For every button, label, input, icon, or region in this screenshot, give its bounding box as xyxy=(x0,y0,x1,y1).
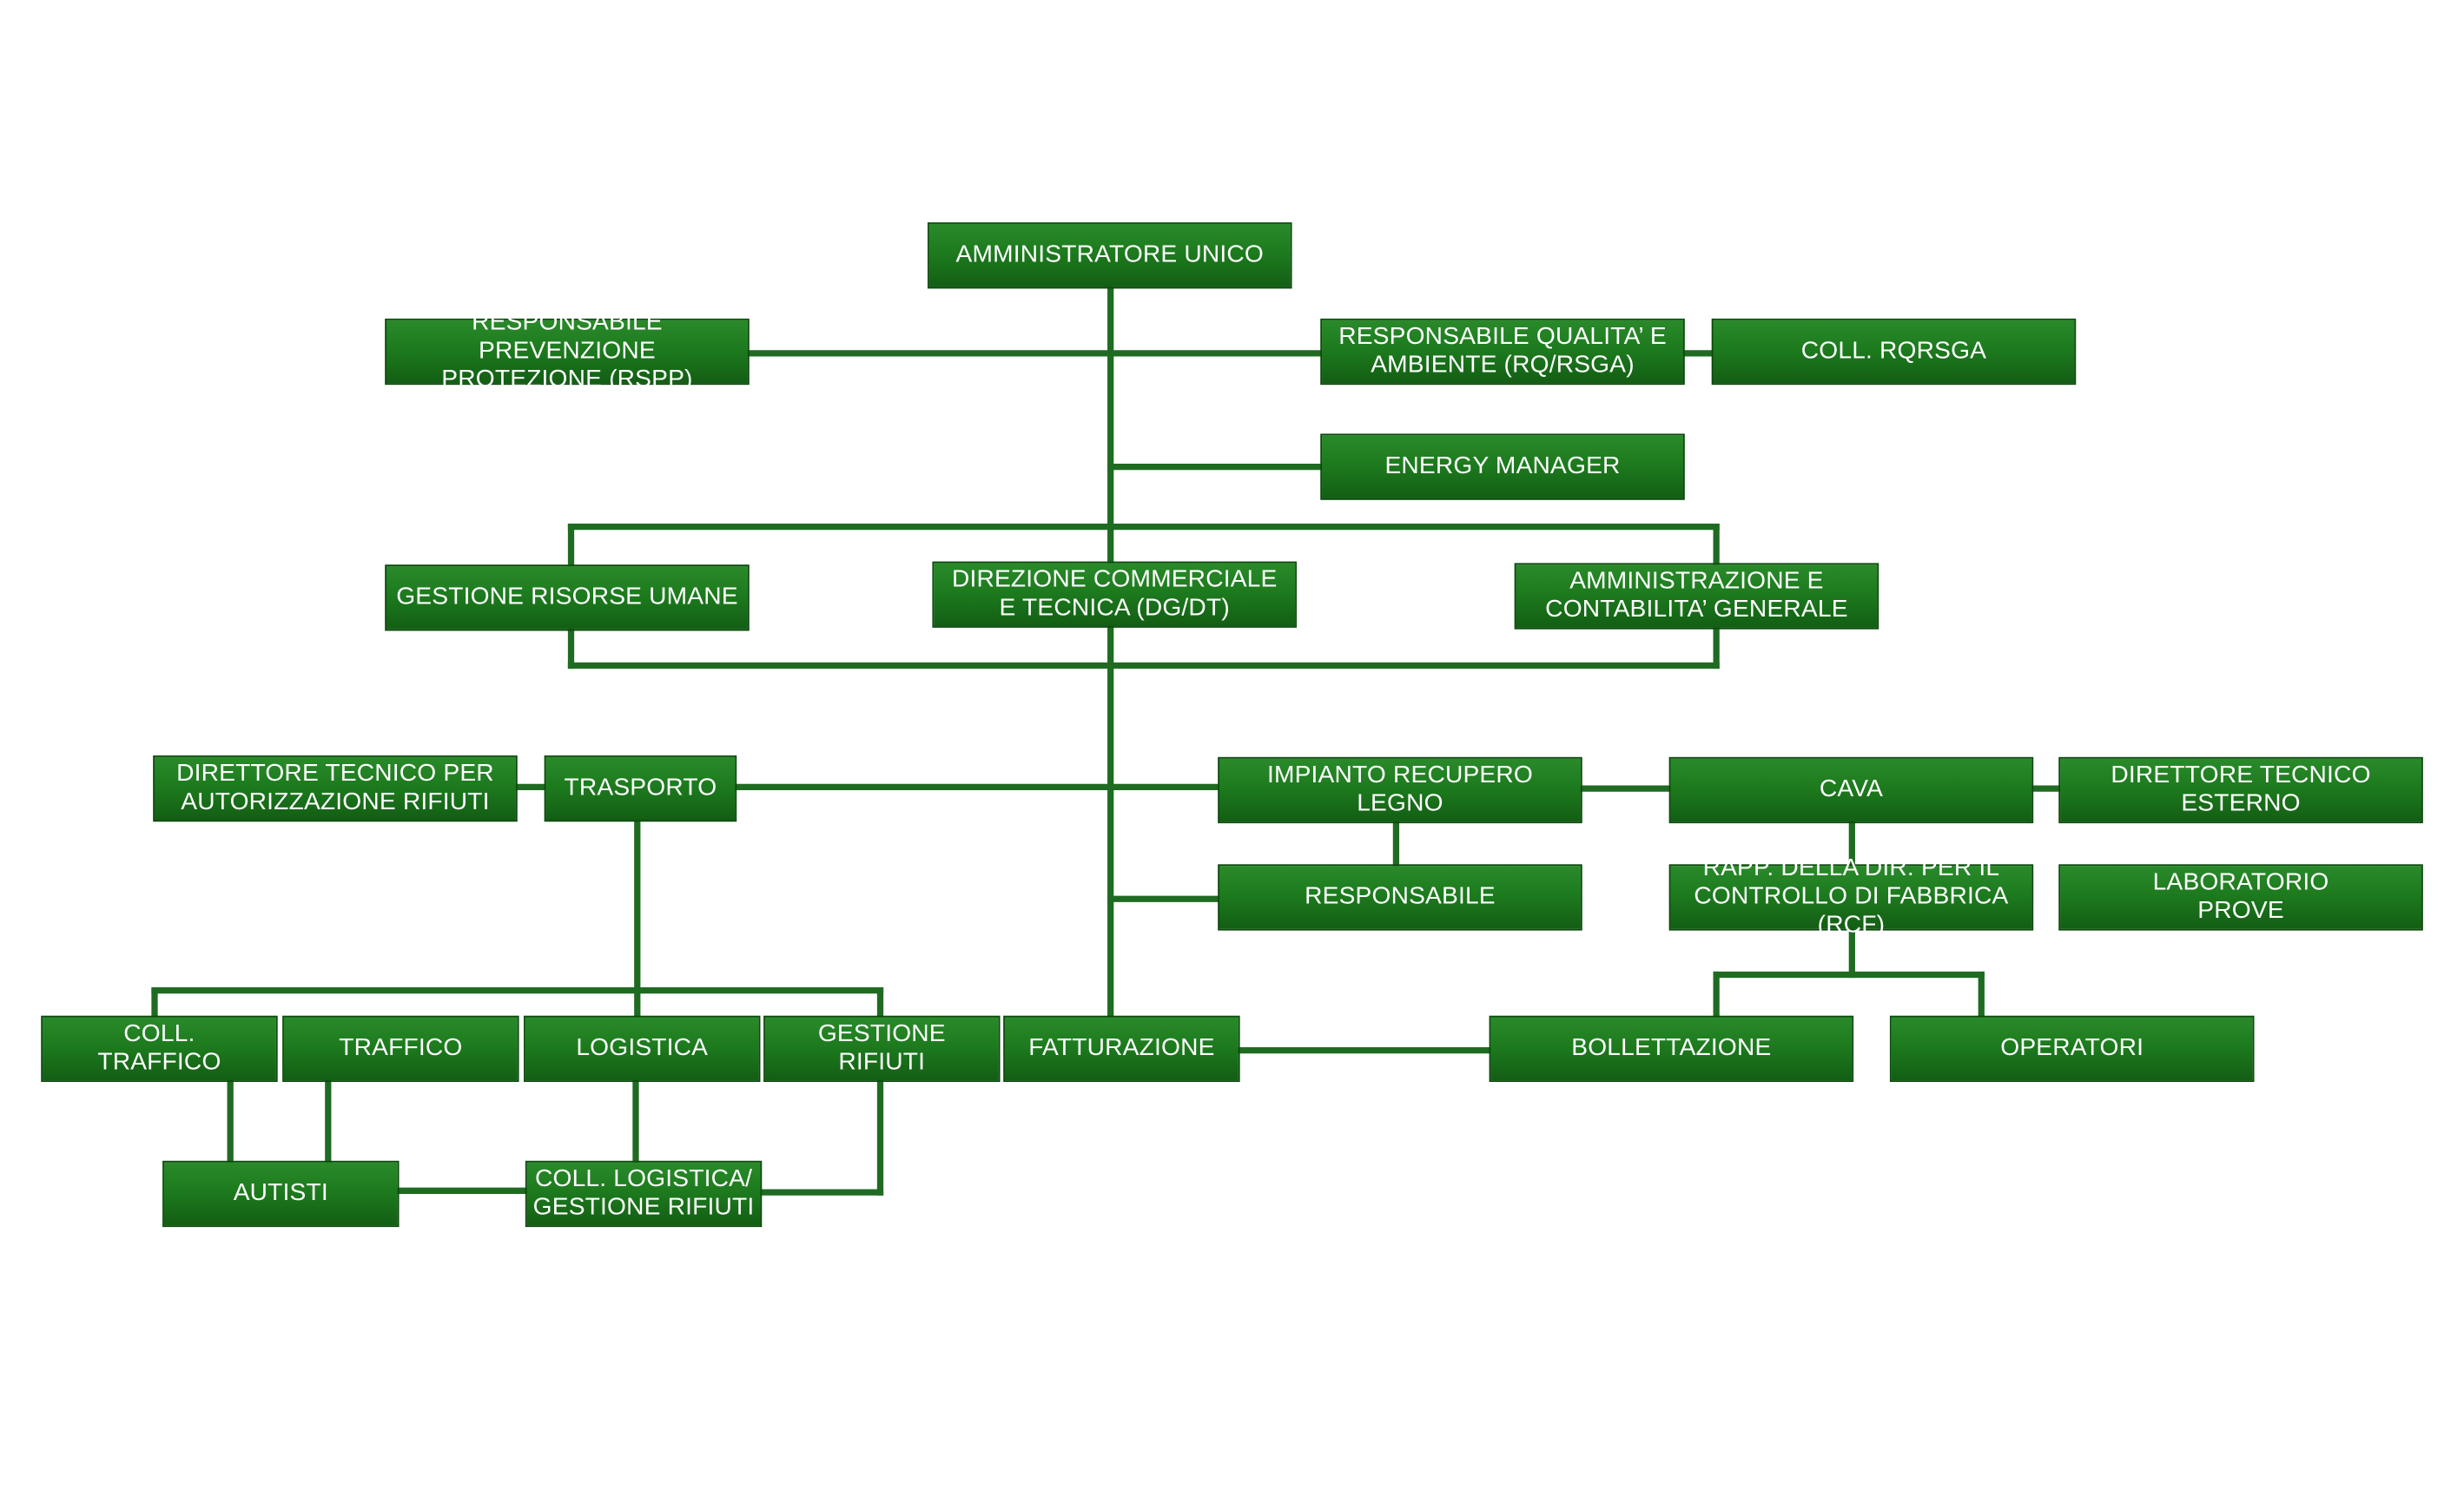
node-rcf[interactable]: RAPP. DELLA DIR. PER IL CONTROLLO DI FAB… xyxy=(1668,854,2034,939)
node-operatori[interactable]: OPERATORI xyxy=(1889,1015,2255,1082)
node-cava[interactable]: CAVA xyxy=(1668,756,2034,824)
node-energy-manager[interactable]: ENERGY MANAGER xyxy=(1320,433,1685,500)
node-gestione-rifiuti[interactable]: GESTIONE RIFIUTI xyxy=(763,1015,1001,1082)
node-direttore-tecnico-esterno[interactable]: DIRETTORE TECNICO ESTERNO xyxy=(2058,756,2423,824)
node-trasporto[interactable]: TRASPORTO xyxy=(544,755,737,822)
node-laboratorio-prove[interactable]: LABORATORIO PROVE xyxy=(2058,864,2423,931)
node-traffico[interactable]: TRAFFICO xyxy=(282,1015,519,1082)
node-autisti[interactable]: AUTISTI xyxy=(162,1160,400,1228)
node-coll-traffico[interactable]: COLL. TRAFFICO xyxy=(41,1015,278,1082)
node-logistica[interactable]: LOGISTICA xyxy=(524,1015,761,1082)
node-impianto-recupero-legno[interactable]: IMPIANTO RECUPERO LEGNO xyxy=(1218,756,1582,824)
node-direttore-tecnico-rifiuti[interactable]: DIRETTORE TECNICO PER AUTORIZZAZIONE RIF… xyxy=(153,755,518,822)
node-direzione-commerciale[interactable]: DIREZIONE COMMERCIALE E TECNICA (DG/DT) xyxy=(932,561,1297,628)
node-rq-rsga[interactable]: RESPONSABILE QUALITA’ E AMBIENTE (RQ/RSG… xyxy=(1320,318,1685,386)
node-responsabile[interactable]: RESPONSABILE xyxy=(1218,864,1582,931)
node-bollettazione[interactable]: BOLLETTAZIONE xyxy=(1489,1015,1854,1082)
node-amministrazione-contabilita[interactable]: AMMINISTRAZIONE E CONTABILITA’ GENERALE xyxy=(1514,563,1879,630)
node-rspp[interactable]: RESPONSABILE PREVENZIONE PROTEZIONE (RSP… xyxy=(385,309,750,392)
node-coll-rqrsga[interactable]: COLL. RQRSGA xyxy=(1711,318,2077,386)
node-fatturazione[interactable]: FATTURAZIONE xyxy=(1003,1015,1240,1082)
node-gestione-risorse-umane[interactable]: GESTIONE RISORSE UMANE xyxy=(385,564,750,631)
node-coll-logistica[interactable]: COLL. LOGISTICA/ GESTIONE RIFIUTI xyxy=(525,1160,763,1228)
node-amministratore-unico[interactable]: AMMINISTRATORE UNICO xyxy=(927,222,1292,289)
